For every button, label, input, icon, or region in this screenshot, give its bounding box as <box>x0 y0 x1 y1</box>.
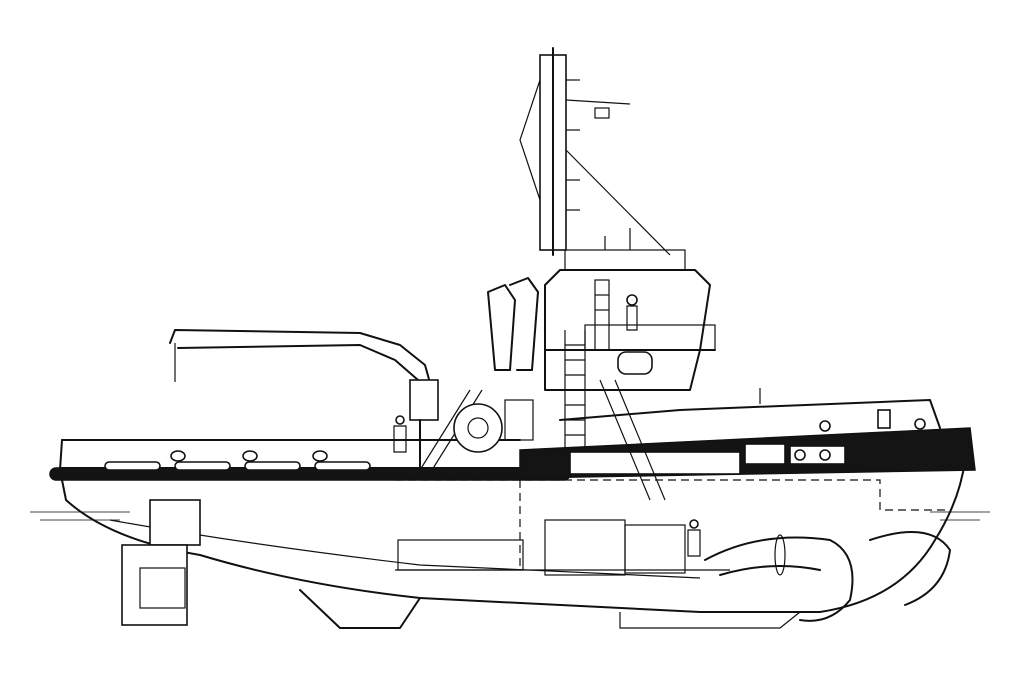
deck-openings <box>104 450 371 471</box>
crew-figures <box>393 415 701 557</box>
exhaust-stacks <box>487 277 539 371</box>
stern-thruster <box>121 499 201 626</box>
crane <box>169 329 439 469</box>
fender-belt <box>49 427 976 481</box>
azimuth-thrusters <box>704 531 951 622</box>
bow-deck <box>559 388 941 432</box>
towing-winch <box>453 399 534 453</box>
mast <box>519 47 671 256</box>
wheelhouse <box>544 228 716 391</box>
engine-room <box>395 479 950 576</box>
